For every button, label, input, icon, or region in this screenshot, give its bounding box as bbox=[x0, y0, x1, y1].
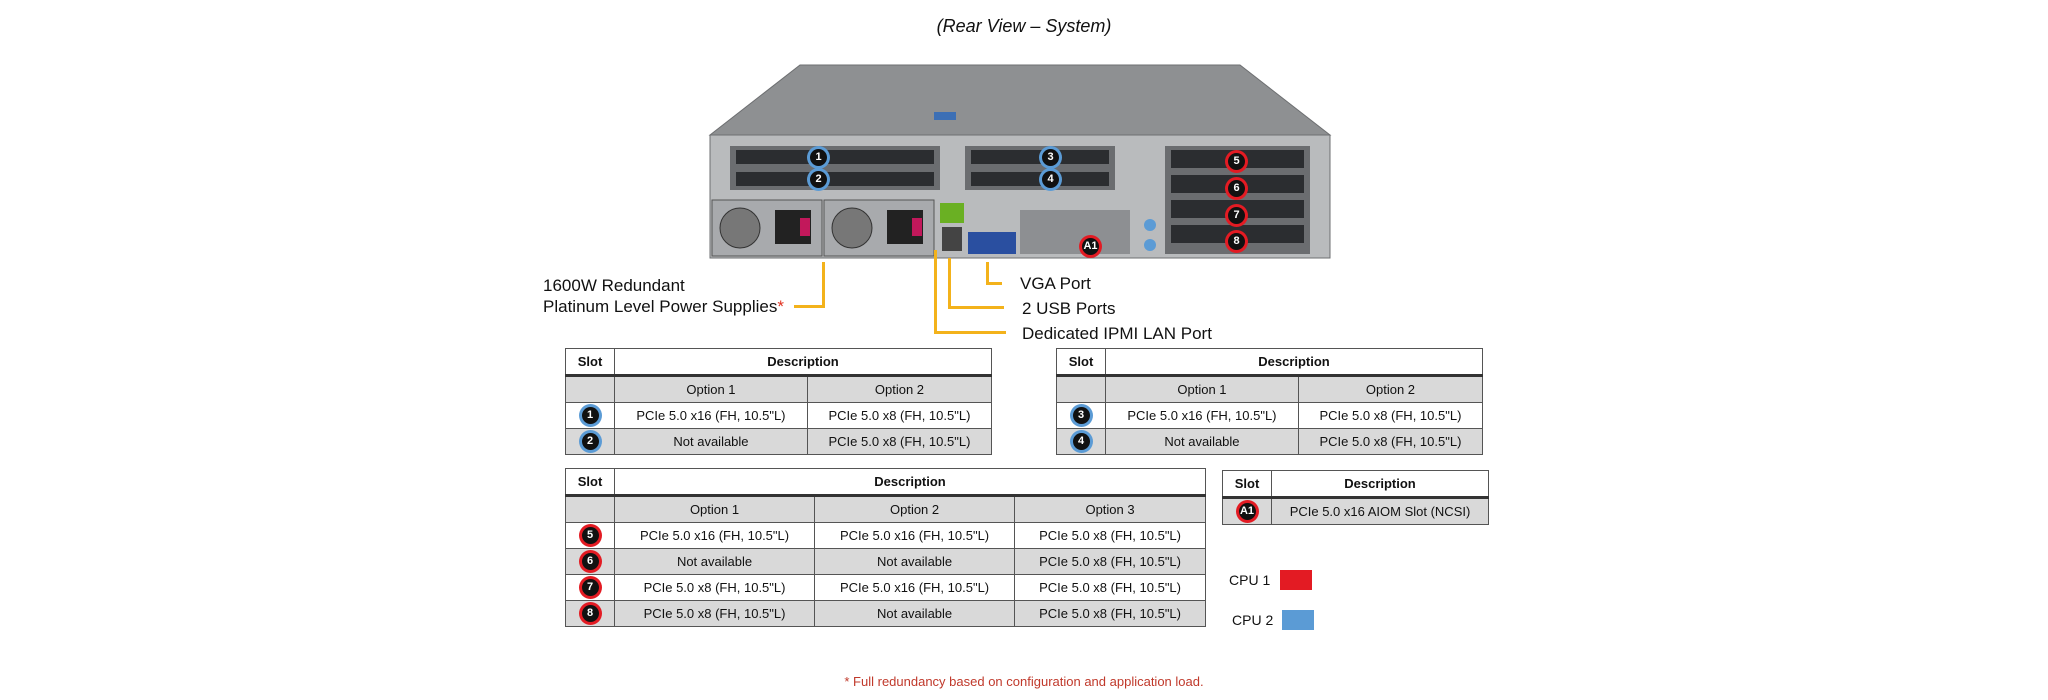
table-row: 5 PCIe 5.0 x16 (FH, 10.5"L)PCIe 5.0 x16 (… bbox=[565, 522, 1206, 549]
server-slot-badge-a1: A1 bbox=[1082, 238, 1099, 256]
server-slot-badge-7: 7 bbox=[1228, 207, 1245, 225]
option-1-header: Option 1 bbox=[614, 375, 808, 403]
slot-header: Slot bbox=[1222, 470, 1272, 499]
legend-cpu1-swatch bbox=[1280, 570, 1312, 590]
description-header: Description bbox=[614, 468, 1206, 497]
table-row: 7 PCIe 5.0 x8 (FH, 10.5"L)PCIe 5.0 x16 (F… bbox=[565, 574, 1206, 601]
server-slot-badge-3: 3 bbox=[1042, 149, 1059, 167]
slot-badge: 8 bbox=[581, 605, 599, 623]
server-slot-badge-8: 8 bbox=[1228, 233, 1245, 251]
slot-badge: 3 bbox=[1072, 407, 1090, 425]
description-header: Description bbox=[1271, 470, 1489, 499]
description-header: Description bbox=[1105, 348, 1483, 377]
leader-vga-h bbox=[986, 282, 1002, 285]
table-cell: PCIe 5.0 x8 (FH, 10.5"L) bbox=[1297, 402, 1484, 429]
option-2-header: Option 2 bbox=[1297, 375, 1484, 403]
table-cell: PCIe 5.0 x8 (FH, 10.5"L) bbox=[1014, 600, 1206, 627]
table-cell: PCIe 5.0 x8 (FH, 10.5"L) bbox=[613, 600, 816, 627]
legend-cpu2-label: CPU 2 bbox=[1232, 612, 1274, 628]
table-cell: PCIe 5.0 x8 (FH, 10.5"L) bbox=[613, 574, 816, 601]
slot-header: Slot bbox=[565, 468, 615, 497]
description-header: Description bbox=[614, 348, 992, 377]
server-slot-badge-2: 2 bbox=[810, 171, 827, 189]
usb-ports-label: 2 USB Ports bbox=[1022, 299, 1116, 318]
power-supply-label-2: Platinum Level Power Supplies* bbox=[543, 297, 784, 316]
table-cell: Not available bbox=[814, 600, 1016, 627]
leader-vga-v bbox=[986, 262, 989, 284]
table-cell: PCIe 5.0 x16 AIOM Slot (NCSI) bbox=[1271, 497, 1489, 525]
option-2-header: Option 2 bbox=[814, 495, 1016, 523]
vga-port-label: VGA Port bbox=[1020, 274, 1091, 293]
leader-usb-h bbox=[948, 306, 1004, 309]
table-cell: PCIe 5.0 x8 (FH, 10.5"L) bbox=[1297, 428, 1484, 455]
table-cell: PCIe 5.0 x16 (FH, 10.5"L) bbox=[814, 574, 1016, 601]
table-cell: PCIe 5.0 x16 (FH, 10.5"L) bbox=[614, 402, 808, 429]
page-title: (Rear View – System) bbox=[936, 16, 1112, 36]
slot-badge: 7 bbox=[581, 579, 599, 597]
table-cell: Not available bbox=[1105, 428, 1299, 455]
slot-badge: 4 bbox=[1072, 433, 1090, 451]
slot-badge: 5 bbox=[581, 527, 599, 545]
option-2-header: Option 2 bbox=[806, 375, 993, 403]
table-cell: PCIe 5.0 x8 (FH, 10.5"L) bbox=[806, 402, 993, 429]
option-3-header: Option 3 bbox=[1014, 495, 1206, 523]
option-1-header: Option 1 bbox=[613, 495, 816, 523]
leader-power-v bbox=[822, 262, 825, 308]
leader-usb-v bbox=[948, 258, 951, 308]
table-cell: PCIe 5.0 x16 (FH, 10.5"L) bbox=[814, 522, 1016, 549]
server-slot-badge-1: 1 bbox=[810, 149, 827, 167]
table-cell: Not available bbox=[613, 548, 816, 575]
slot-badge: 6 bbox=[581, 553, 599, 571]
slot-header: Slot bbox=[565, 348, 615, 377]
ipmi-lan-port-label: Dedicated IPMI LAN Port bbox=[1022, 324, 1212, 343]
leader-ipmi-h bbox=[934, 331, 1006, 334]
slot-badge: A1 bbox=[1238, 503, 1256, 521]
leader-power-h bbox=[794, 305, 825, 308]
table-row: 3 PCIe 5.0 x16 (FH, 10.5"L)PCIe 5.0 x8 (F… bbox=[1056, 402, 1484, 429]
slot-header: Slot bbox=[1056, 348, 1106, 377]
option-1-header: Option 1 bbox=[1105, 375, 1299, 403]
table-cell: PCIe 5.0 x8 (FH, 10.5"L) bbox=[1014, 574, 1206, 601]
table-cell: PCIe 5.0 x8 (FH, 10.5"L) bbox=[1014, 548, 1206, 575]
server-slot-badge-6: 6 bbox=[1228, 180, 1245, 198]
server-slot-badge-5: 5 bbox=[1228, 153, 1245, 171]
table-cell: PCIe 5.0 x16 (FH, 10.5"L) bbox=[613, 522, 816, 549]
slot-badge: 1 bbox=[581, 407, 599, 425]
table-row: 1 PCIe 5.0 x16 (FH, 10.5"L)PCIe 5.0 x8 (F… bbox=[565, 402, 993, 429]
legend-cpu1-label: CPU 1 bbox=[1229, 572, 1271, 588]
slot-badge: 2 bbox=[581, 433, 599, 451]
server-slot-badge-4: 4 bbox=[1042, 171, 1059, 189]
table-cell: Not available bbox=[614, 428, 808, 455]
table-cell: Not available bbox=[814, 548, 1016, 575]
table-cell: PCIe 5.0 x8 (FH, 10.5"L) bbox=[1014, 522, 1206, 549]
server-rear-view-illustration bbox=[708, 64, 1332, 259]
table-cell: PCIe 5.0 x16 (FH, 10.5"L) bbox=[1105, 402, 1299, 429]
table-row: A1 PCIe 5.0 x16 AIOM Slot (NCSI) bbox=[1222, 497, 1489, 525]
power-supply-label: 1600W Redundant bbox=[543, 276, 685, 295]
table-cell: PCIe 5.0 x8 (FH, 10.5"L) bbox=[806, 428, 993, 455]
footnote: * Full redundancy based on configuration… bbox=[844, 674, 1204, 689]
legend-cpu2-swatch bbox=[1282, 610, 1314, 630]
leader-ipmi-v bbox=[934, 250, 937, 334]
